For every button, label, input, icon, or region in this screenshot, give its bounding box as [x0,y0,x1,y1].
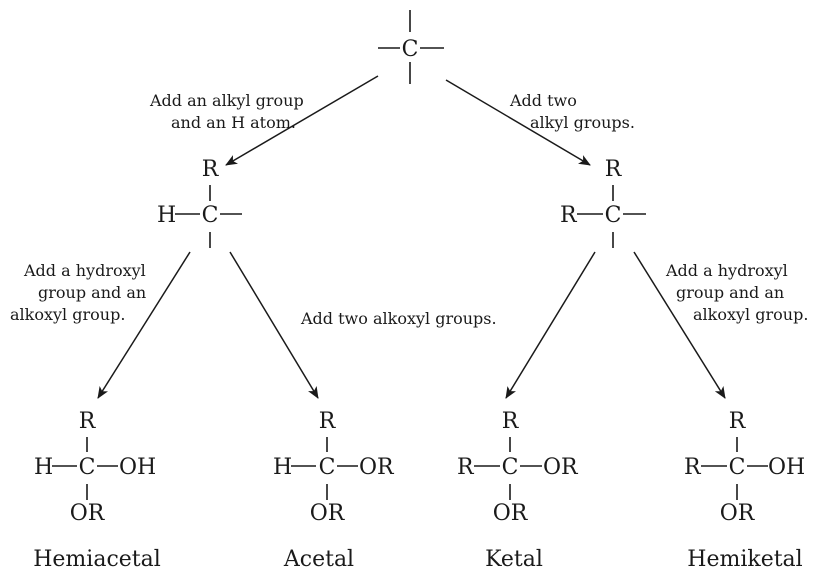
annotation-alkyl-and-h-line2: and an H atom. [171,113,296,132]
hemiketal-oh: OH [768,455,805,480]
hemiacetal-name: Hemiacetal [33,547,161,572]
annotation-hydroxyl-alkoxyl-left-line2: group and an [38,283,146,302]
arrow-top-to-left [225,75,379,166]
top-carbon-label: C [402,37,419,62]
aldehyde-carbon-structure: R H C [157,157,242,248]
annotation-hydroxyl-alkoxyl-right-line3: alkoxyl group. [693,305,808,324]
hemiketal-r-top: R [729,409,747,434]
acetal-or-right: OR [359,455,395,480]
acetal-carbon: C [319,455,336,480]
mid-left-carbon: C [202,203,219,228]
annotation-alkyl-and-h-line1: Add an alkyl group [149,91,304,110]
ketal-r-top: R [502,409,520,434]
ketal-carbon: C [502,455,519,480]
acetal-r: R [319,409,337,434]
acetal-h: H [273,455,292,480]
annotation-two-alkyl-line1: Add two [509,91,577,110]
annotation-hydroxyl-alkoxyl-left-line3: alkoxyl group. [10,305,125,324]
annotation-hydroxyl-alkoxyl-left-line1: Add a hydroxyl [23,261,146,280]
mid-right-r-top: R [605,157,623,182]
hemiacetal-oh: OH [119,455,156,480]
hemiketal-r-left: R [684,455,702,480]
ketal-structure: R R C OR OR Ketal [457,409,579,572]
ketone-carbon-structure: R R C [560,157,646,248]
mid-left-h: H [157,203,176,228]
hemiacetal-carbon: C [79,455,96,480]
acetal-or-bottom: OR [310,501,346,526]
hemiketal-name: Hemiketal [687,547,802,572]
annotation-hydroxyl-alkoxyl-right-line1: Add a hydroxyl [665,261,788,280]
arrow-mid-right-to-ketal [505,251,596,399]
hemiacetal-h: H [34,455,53,480]
acetal-structure: R H C OR OR Acetal [273,409,395,572]
acetal-name: Acetal [283,547,354,572]
annotation-two-alkoxyl: Add two alkoxyl groups. [300,309,497,328]
hemiacetal-or: OR [70,501,106,526]
hemiacetal-r: R [79,409,97,434]
mid-right-carbon: C [605,203,622,228]
arrow-mid-left-to-acetal [229,251,319,399]
arrow-mid-left-to-hemiacetal [97,251,191,399]
arrow-top-to-right [445,79,591,166]
ketal-or-bottom: OR [493,501,529,526]
annotation-hydroxyl-alkoxyl-right-line2: group and an [676,283,784,302]
mid-left-r: R [202,157,220,182]
mid-right-r-left: R [560,203,578,228]
hemiketal-or: OR [720,501,756,526]
hemiacetal-structure: R H C OH OR Hemiacetal [33,409,161,572]
annotation-two-alkyl-line2: alkyl groups. [530,113,635,132]
ketal-r-left: R [457,455,475,480]
arrow-mid-right-to-hemiketal [633,251,726,399]
ketal-name: Ketal [485,547,543,572]
top-carbon-structure: C [378,10,444,84]
hemiketal-carbon: C [729,455,746,480]
hemiketal-structure: R R C OH OR Hemiketal [684,409,805,572]
ketal-or-right: OR [543,455,579,480]
